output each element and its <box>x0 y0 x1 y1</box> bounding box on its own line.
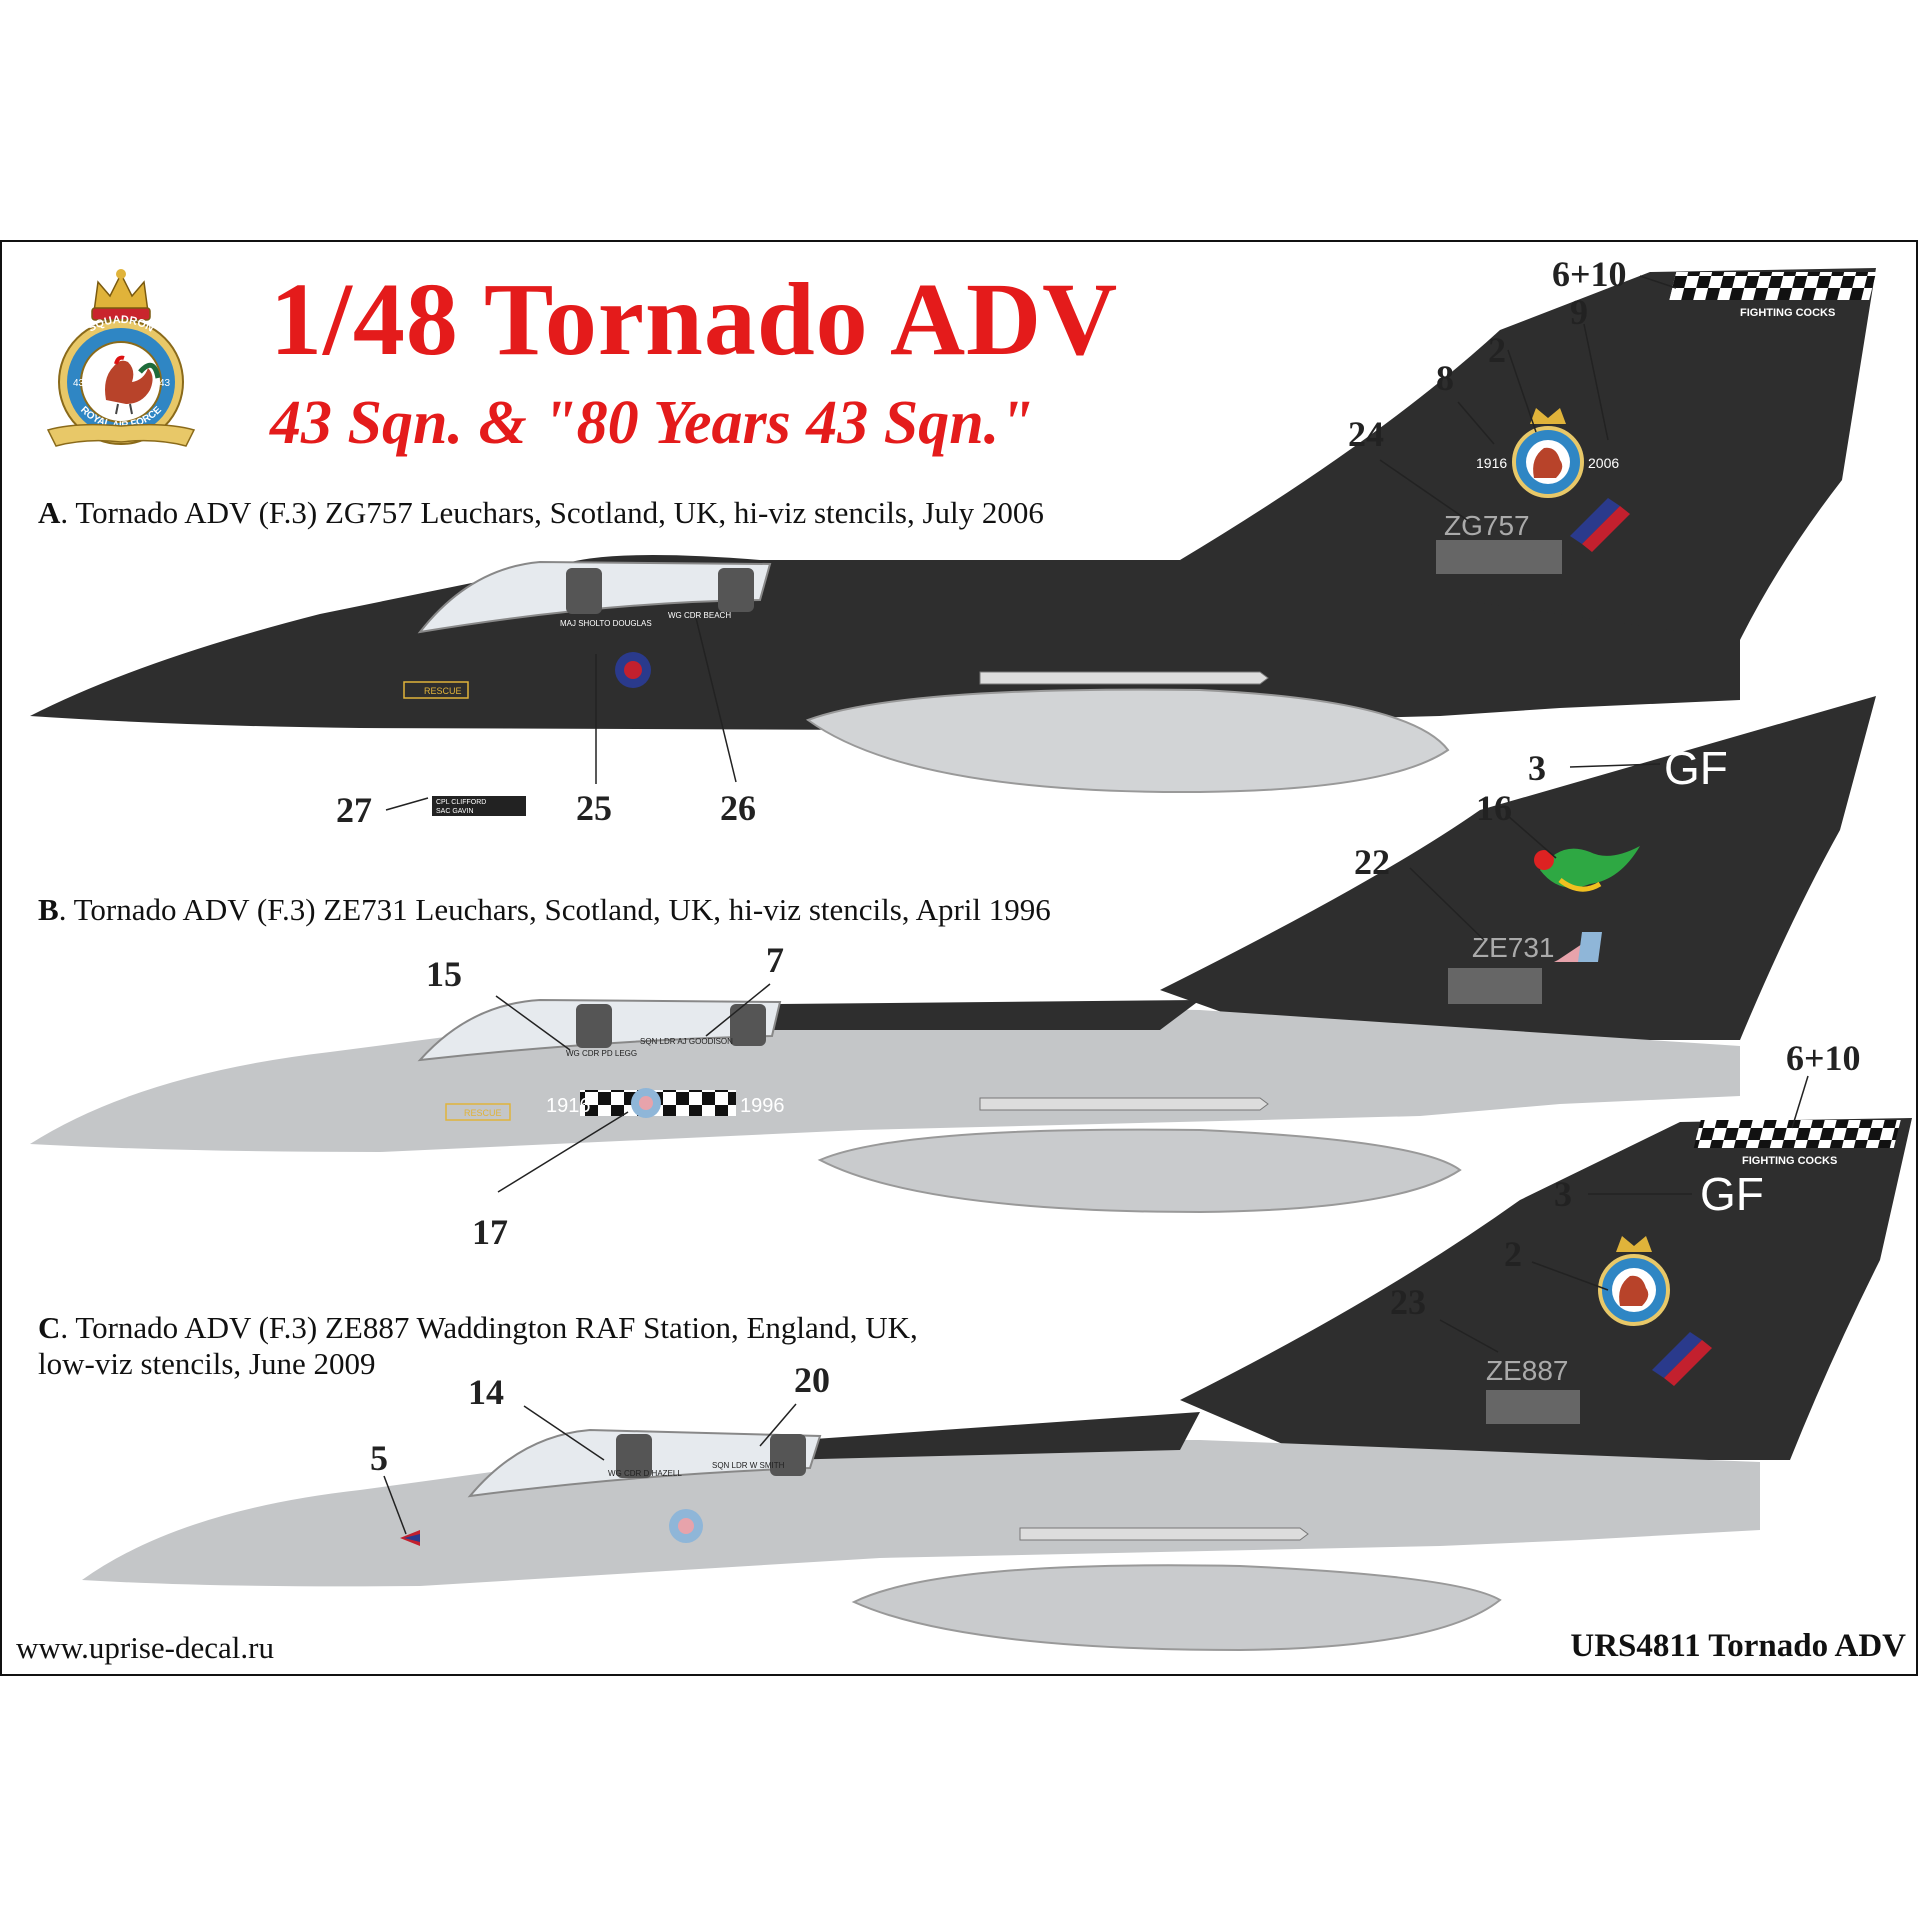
callout-c-14: 14 <box>468 1372 504 1412</box>
profile-a-letter: A <box>38 495 61 530</box>
callout-a-26: 26 <box>720 788 756 828</box>
leader-lines <box>383 275 1809 1535</box>
aircraft-a-serial: ZG757 <box>1444 510 1530 541</box>
aircraft-c-fin <box>1180 1118 1912 1460</box>
callout-c-2: 2 <box>1504 1234 1522 1274</box>
callout-a-27: 27 <box>336 790 372 830</box>
aircraft-b-drop-tank <box>817 1128 1462 1214</box>
profile-a-description: A. Tornado ADV (F.3) ZG757 Leuchars, Sco… <box>38 495 1044 531</box>
aircraft-b-nav-name: SQN LDR AJ GOODISON <box>640 1037 733 1046</box>
callout-a-25: 25 <box>576 788 612 828</box>
callout-c-3: 3 <box>1554 1174 1572 1214</box>
aircraft-c-nav-name: SQN LDR W SMITH <box>712 1461 785 1470</box>
aircraft-a-fin-checks <box>1669 272 1877 300</box>
page-title: 1/48 Tornado ADV <box>270 262 1119 377</box>
callout-c-23: 23 <box>1390 1282 1426 1322</box>
aircraft-a-nav-name: WG CDR BEACH <box>668 611 731 620</box>
aircraft-a-year-2006: 2006 <box>1588 455 1619 471</box>
aircraft-a-ground-crew-2: SAC GAVIN <box>436 808 474 815</box>
aircraft-a-rescue: RESCUE <box>424 686 462 696</box>
callout-c-20: 20 <box>794 1360 830 1400</box>
aircraft-b-band-year-1996: 1996 <box>740 1095 785 1117</box>
callout-b-17: 17 <box>472 1212 508 1252</box>
profile-b-description: B. Tornado ADV (F.3) ZE731 Leuchars, Sco… <box>38 892 1051 928</box>
callout-a-8: 8 <box>1436 358 1454 398</box>
profile-c-text-1: . Tornado ADV (F.3) ZE887 Waddington RAF… <box>60 1310 918 1345</box>
crest-number-left: 43 <box>73 378 85 389</box>
aircraft-a: FIGHTING COCKS 1916 2006 ZG757 MAJ SHOLT… <box>30 268 1877 816</box>
aircraft-c-code: GF <box>1700 1168 1764 1220</box>
footer-website[interactable]: www.uprise-decal.ru <box>16 1630 274 1665</box>
aircraft-c-serial: ZE887 <box>1486 1355 1569 1386</box>
aircraft-c-drop-tank <box>851 1564 1502 1652</box>
callout-b-7: 7 <box>766 940 784 980</box>
page-subtitle: 43 Sqn. & "80 Years 43 Sqn." <box>270 389 1034 457</box>
aircraft-a-ground-crew-1: CPL CLIFFORD <box>436 799 486 806</box>
crest-number-right: 43 <box>159 378 171 389</box>
callout-a-9: 9 <box>1570 292 1588 332</box>
aircraft-b-fin <box>1160 696 1876 1040</box>
callout-b-16: 16 <box>1476 788 1512 828</box>
callout-a-24: 24 <box>1348 414 1384 454</box>
profile-b-letter: B <box>38 892 59 927</box>
callout-a-6-10: 6+10 <box>1552 254 1627 294</box>
aircraft-c-fin-checks <box>1693 1120 1901 1148</box>
squadron-crest: SQUADRON ROYAL AIR FORCE 43 43 <box>46 269 196 447</box>
callout-c-5: 5 <box>370 1438 388 1478</box>
aircraft-b-code: GF <box>1664 742 1728 794</box>
callout-c-6-10: 6+10 <box>1786 1038 1861 1078</box>
gamecock-icon <box>105 355 161 415</box>
profile-c-text-2: low-viz stencils, June 2009 <box>38 1345 376 1381</box>
callout-b-15: 15 <box>426 954 462 994</box>
profile-a-text: . Tornado ADV (F.3) ZG757 Leuchars, Scot… <box>60 495 1044 530</box>
aircraft-c: FIGHTING COCKS GF ZE887 WG CDR D HAZELL … <box>82 1118 1912 1652</box>
callout-a-2: 2 <box>1488 330 1506 370</box>
callout-b-22: 22 <box>1354 842 1390 882</box>
parrot-icon <box>1534 846 1640 892</box>
aircraft-a-drop-tank <box>805 688 1450 794</box>
aircraft-c-fuselage <box>82 1439 1760 1587</box>
aircraft-c-fin-text: FIGHTING COCKS <box>1742 1155 1837 1167</box>
aircraft-c-pilot-name: WG CDR D HAZELL <box>608 1469 682 1478</box>
aircraft-b: 1916 1996 GF ZE731 WG CDR PD LEGG SQN LD… <box>30 696 1876 1214</box>
crown-icon <box>91 269 151 321</box>
profile-b-text: . Tornado ADV (F.3) ZE731 Leuchars, Scot… <box>58 892 1051 927</box>
aircraft-a-ground-crew-box <box>432 796 526 816</box>
profile-c-letter: C <box>38 1310 61 1345</box>
aircraft-b-pilot-name: WG CDR PD LEGG <box>566 1049 637 1058</box>
aircraft-a-pilot-name: MAJ SHOLTO DOUGLAS <box>560 619 652 628</box>
aircraft-b-band-year-1916: 1916 <box>546 1095 591 1117</box>
aircraft-a-fin-text: FIGHTING COCKS <box>1740 307 1835 319</box>
footer-product-code: URS4811 Tornado ADV <box>1570 1628 1906 1664</box>
profile-c-description: C. Tornado ADV (F.3) ZE887 Waddington RA… <box>38 1310 918 1381</box>
callout-b-3: 3 <box>1528 748 1546 788</box>
aircraft-a-year-1916: 1916 <box>1476 455 1507 471</box>
aircraft-b-serial: ZE731 <box>1472 932 1555 963</box>
aircraft-b-rescue: RESCUE <box>464 1108 502 1118</box>
